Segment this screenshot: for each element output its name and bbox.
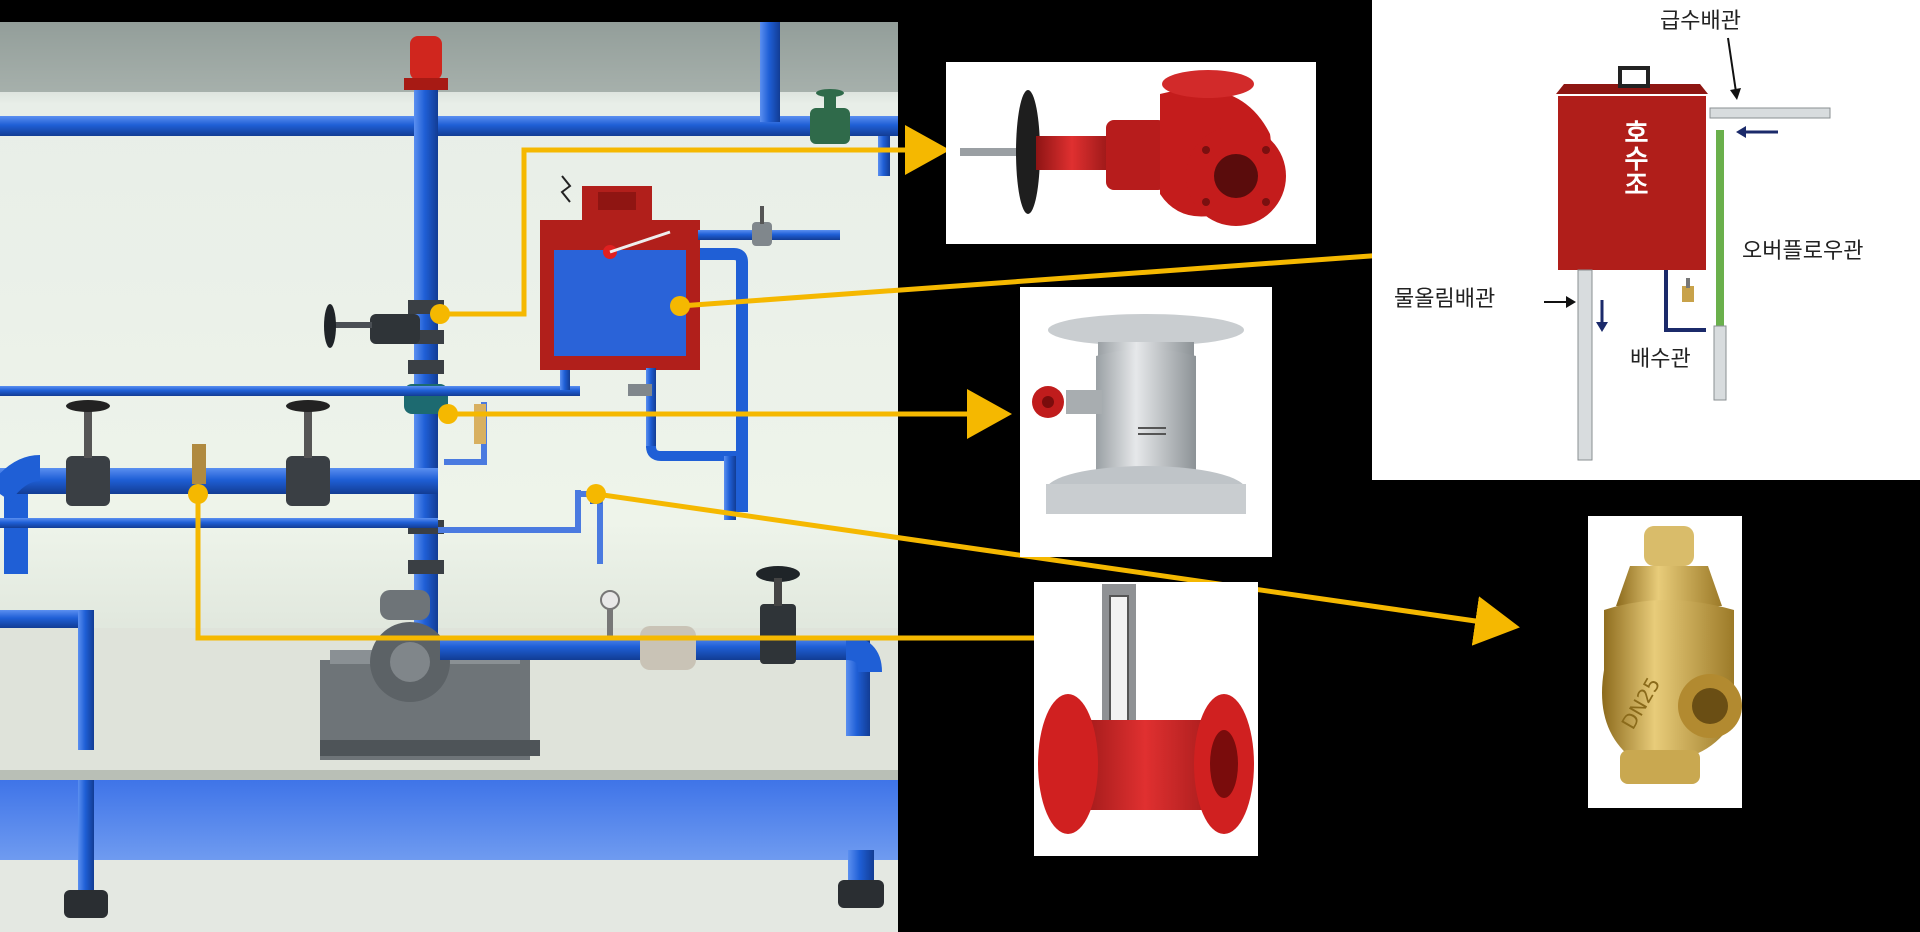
vent-cap-icon (404, 36, 448, 90)
drain-valve-icon (1682, 278, 1694, 302)
relief-valve-panel: DN25 (1588, 516, 1742, 808)
callout-tank (679, 223, 1518, 309)
overflow-pipe-label: 오버플로우관 (1742, 239, 1863, 264)
callouts (188, 125, 1520, 663)
supply-pipe-label: 급수배관 (1660, 9, 1741, 34)
riser-gate-valve-icon (324, 304, 420, 348)
tank-label: 호수조 (1619, 119, 1649, 197)
callout-gate-valve (440, 125, 950, 317)
water-reservoir (0, 780, 898, 860)
relief-valve-icon: DN25 (1602, 526, 1742, 784)
flow-meter-icon (1038, 584, 1254, 834)
flowmeter-scene-icon (192, 444, 206, 484)
pressure-gauge-icon (600, 590, 620, 636)
top-gate-valve-icon (810, 89, 850, 144)
pump-room-scene (0, 22, 898, 932)
priming-pipe-label: 물올림배관 (1394, 287, 1495, 312)
discharge-check-valve-icon (640, 626, 696, 670)
suction-valve-2-icon (286, 400, 330, 506)
drain-pipe-label: 배수관 (1630, 347, 1691, 372)
discharge-gate-valve-icon (756, 566, 800, 664)
callout-relief-valve (595, 491, 1520, 646)
check-valve-icon (1032, 314, 1246, 514)
tank-icon (1556, 66, 1708, 270)
pump-icon (370, 590, 450, 702)
tank-detail-panel: 호수조 급수배관 오버플로우관 물올림배관 배수관 (1372, 0, 1920, 480)
flow-meter-panel (1034, 582, 1258, 856)
gate-valve-icon (960, 70, 1286, 226)
supply-valve-icon (752, 206, 772, 246)
gate-valve-panel (946, 62, 1316, 244)
suction-valve-1-icon (66, 400, 110, 506)
callout-flow-meter (195, 494, 1084, 663)
main-riser-pipe (414, 78, 438, 638)
check-valve-panel (1020, 287, 1272, 557)
